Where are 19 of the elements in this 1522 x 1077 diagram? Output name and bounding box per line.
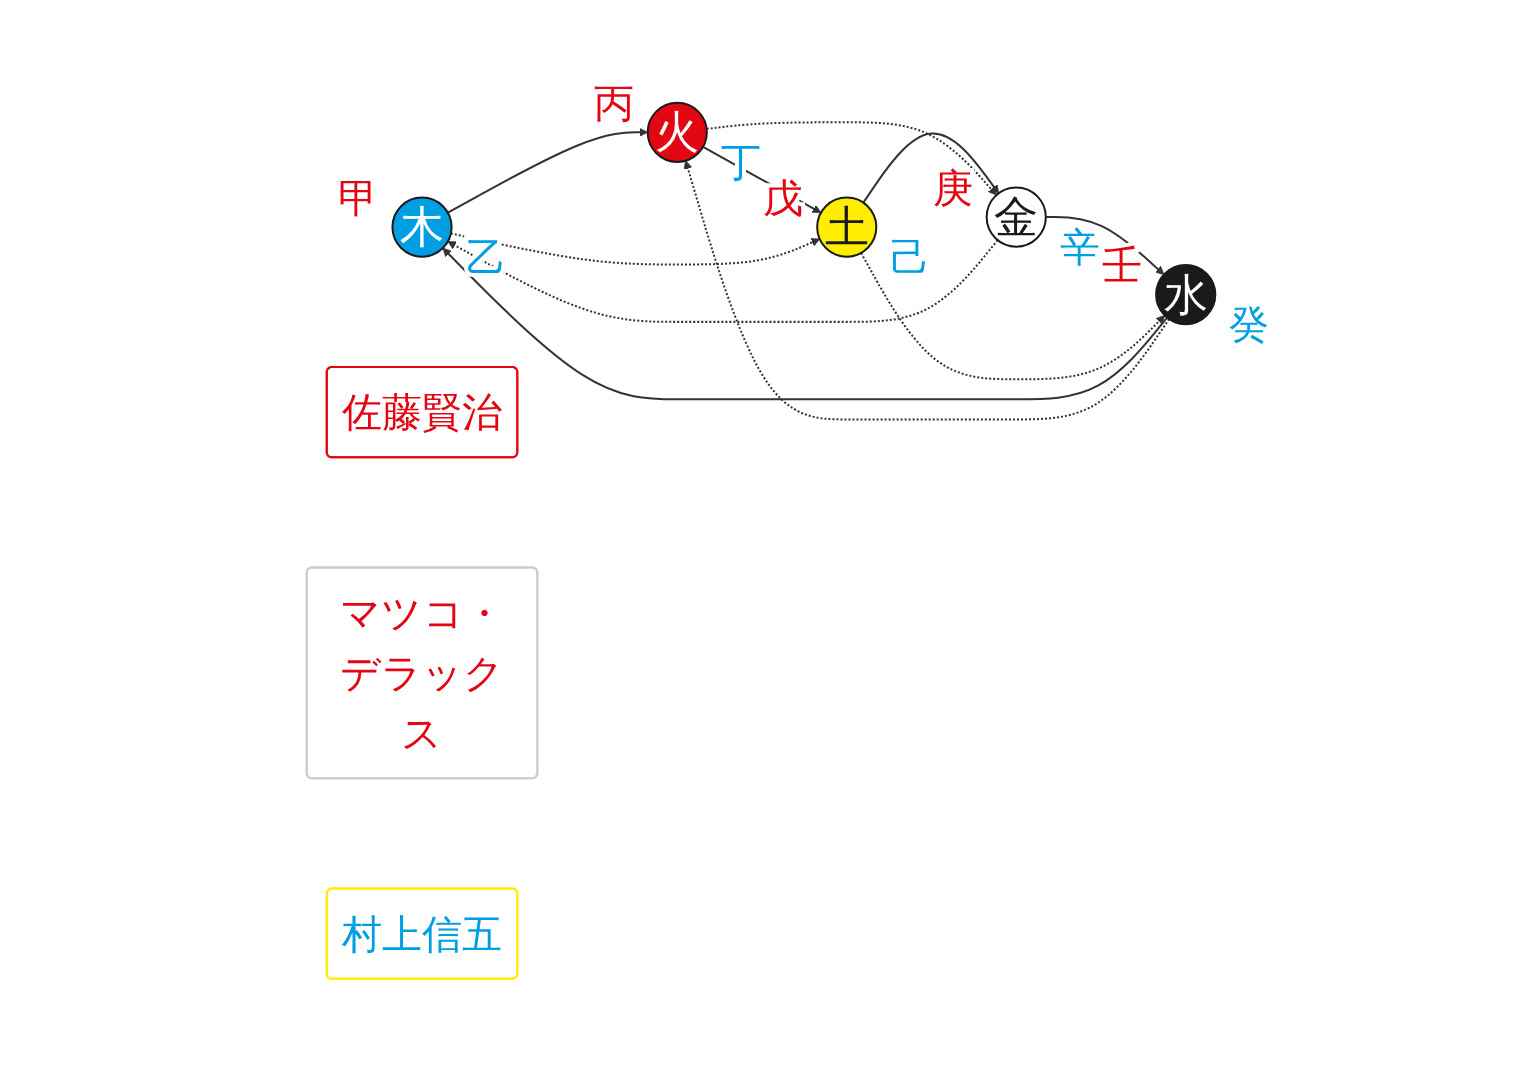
node-circle: 水 (1155, 263, 1217, 325)
node-circle: 木 (391, 196, 453, 258)
arrow (683, 159, 1170, 420)
stem-label: 己 (890, 233, 931, 280)
stem-label: 癸 (1229, 300, 1270, 347)
node-circle: 火 (646, 101, 708, 163)
arrow (1045, 215, 1165, 275)
stem-label: 乙 (465, 233, 506, 280)
arrow (860, 251, 1166, 380)
stem-label: 甲 (338, 174, 379, 221)
stem-label: 辛 (1059, 223, 1100, 270)
node-circle: 土 (816, 196, 878, 258)
arrow (442, 247, 1168, 400)
node-circle: 金 (985, 186, 1047, 248)
stem-label: 庚 (932, 164, 973, 211)
stem-label: 丙 (593, 79, 634, 126)
arrow (447, 238, 999, 323)
stem-label: 壬 (1102, 241, 1143, 288)
arrow (862, 132, 1000, 203)
